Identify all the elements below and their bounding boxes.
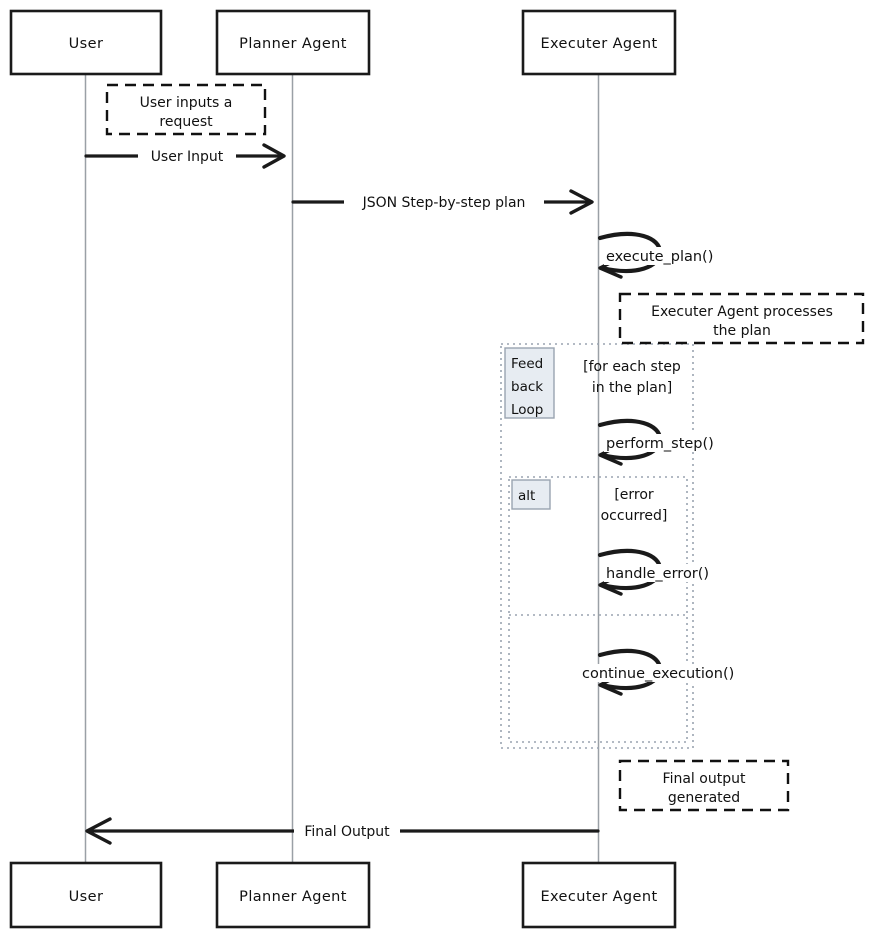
message-final-output[interactable]: Final Output bbox=[85, 817, 600, 845]
participant-user-top-box bbox=[9, 9, 163, 76]
self-message-perform-step-label-bg bbox=[604, 434, 732, 452]
note-final-output: Final output generated bbox=[618, 759, 790, 812]
participant-planner-bottom-label: Planner Agent bbox=[239, 889, 347, 905]
message-final-output-label: Final Output bbox=[304, 824, 390, 840]
participant-executer-top[interactable]: Executer Agent bbox=[521, 9, 677, 76]
note-executer-processes: Executer Agent processes the plan bbox=[618, 292, 865, 345]
self-message-continue-execution-label: continue_execution() bbox=[582, 666, 734, 682]
participant-executer-top-label: Executer Agent bbox=[540, 36, 657, 52]
note-final-output-line2: generated bbox=[668, 790, 740, 806]
frame-alt[interactable]: alt [error occurred] bbox=[508, 476, 688, 743]
frame-loop-label-box bbox=[504, 347, 555, 419]
frame-alt-guard-line2: occurred] bbox=[601, 508, 668, 524]
message-json-plan[interactable]: JSON Step-by-step plan bbox=[291, 189, 594, 215]
participant-planner-top[interactable]: Planner Agent bbox=[215, 9, 371, 76]
self-message-handle-error-label: handle_error() bbox=[606, 566, 709, 582]
message-user-input[interactable]: User Input bbox=[84, 143, 286, 169]
self-message-handle-error[interactable]: handle_error() bbox=[597, 548, 728, 596]
participant-executer-top-box bbox=[521, 9, 677, 76]
message-final-output-label-bg bbox=[294, 821, 400, 841]
participant-planner-bottom-box bbox=[215, 861, 371, 929]
note-executer-processes-line2: the plan bbox=[713, 323, 771, 339]
self-message-execute-plan[interactable]: execute_plan() bbox=[597, 231, 728, 279]
note-user-request-line2: request bbox=[159, 114, 213, 130]
lifelines bbox=[84, 74, 600, 864]
participant-planner-top-label: Planner Agent bbox=[239, 36, 347, 52]
participant-user-bottom[interactable]: User bbox=[9, 861, 163, 929]
self-message-execute-plan-label: execute_plan() bbox=[606, 249, 713, 265]
participant-user-bottom-box bbox=[9, 861, 163, 929]
frame-loop-label-line2: back bbox=[511, 379, 543, 395]
participant-user-bottom-label: User bbox=[69, 889, 104, 905]
note-executer-processes-box bbox=[618, 292, 865, 345]
note-user-request-box bbox=[105, 83, 267, 136]
note-executer-processes-line1: Executer Agent processes bbox=[651, 304, 833, 320]
note-final-output-box bbox=[618, 759, 790, 812]
frame-loop-label-line3: Loop bbox=[511, 402, 543, 418]
message-json-plan-label: JSON Step-by-step plan bbox=[362, 195, 526, 211]
frame-alt-label-box bbox=[511, 479, 551, 510]
participant-user-top[interactable]: User bbox=[9, 9, 163, 76]
participant-executer-bottom-label: Executer Agent bbox=[540, 889, 657, 905]
frame-loop-guard-line1: [for each step bbox=[583, 359, 681, 375]
self-message-execute-plan-label-bg bbox=[604, 247, 728, 265]
self-message-handle-error-label-bg bbox=[604, 564, 728, 582]
frame-alt-guard-line1: [error bbox=[614, 487, 654, 503]
self-message-perform-step[interactable]: perform_step() bbox=[597, 418, 732, 466]
self-message-perform-step-label: perform_step() bbox=[606, 436, 714, 452]
note-user-request: User inputs a request bbox=[105, 83, 267, 136]
frame-loop[interactable]: Feed back Loop [for each step in the pla… bbox=[500, 343, 694, 749]
note-final-output-line1: Final output bbox=[663, 771, 746, 787]
participant-planner-bottom[interactable]: Planner Agent bbox=[215, 861, 371, 929]
participant-executer-bottom-box bbox=[521, 861, 677, 929]
message-final-output-arrowhead bbox=[85, 817, 112, 845]
message-json-plan-arrowhead bbox=[569, 189, 594, 215]
frame-loop-guard-line2: in the plan] bbox=[592, 380, 672, 396]
participant-planner-top-box bbox=[215, 9, 371, 76]
frame-loop-border bbox=[500, 343, 694, 749]
message-user-input-label-bg bbox=[138, 146, 236, 166]
self-message-continue-execution[interactable]: continue_execution() bbox=[580, 648, 752, 696]
message-user-input-label: User Input bbox=[151, 149, 224, 165]
message-user-input-arrowhead bbox=[262, 143, 286, 169]
message-json-plan-label-bg bbox=[344, 192, 544, 212]
frame-loop-label-line1: Feed bbox=[511, 356, 543, 372]
participant-user-top-label: User bbox=[69, 36, 104, 52]
self-message-continue-execution-label-bg bbox=[580, 664, 752, 682]
participant-executer-bottom[interactable]: Executer Agent bbox=[521, 861, 677, 929]
frame-alt-label: alt bbox=[518, 488, 535, 504]
note-user-request-line1: User inputs a bbox=[140, 95, 233, 111]
